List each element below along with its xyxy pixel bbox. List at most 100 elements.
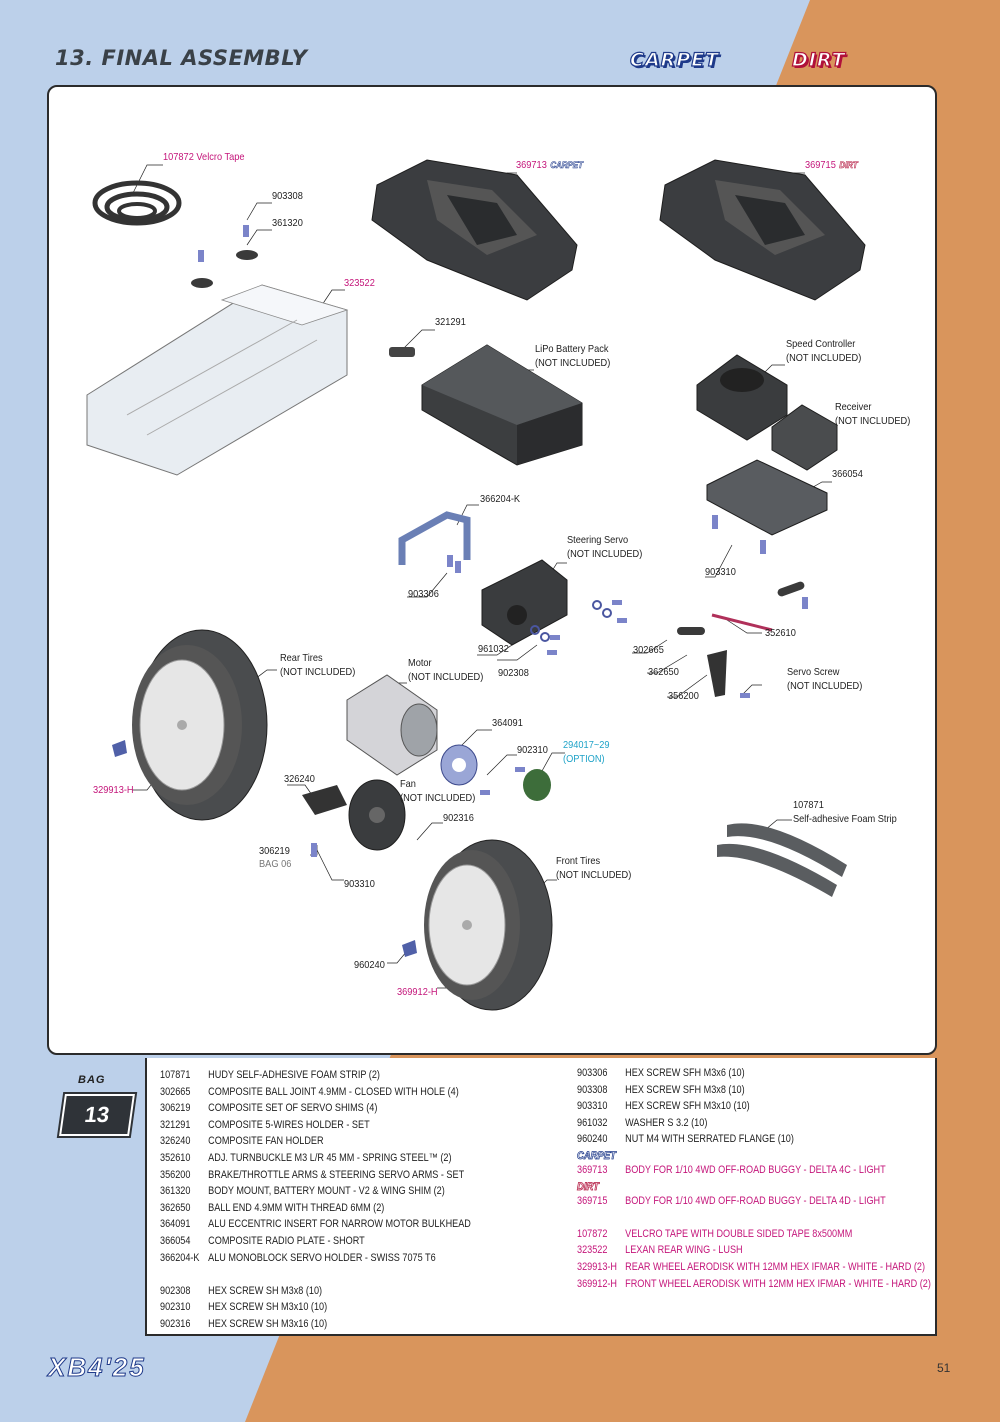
label-903310-lower: 903310 bbox=[344, 878, 375, 890]
label-lipo: LiPo Battery Pack(NOT INCLUDED) bbox=[535, 342, 610, 370]
part-code: 903310 bbox=[577, 1100, 608, 1113]
label-motor: Motor (NOT INCLUDED) bbox=[408, 656, 483, 684]
rear-wing-drawing bbox=[86, 284, 349, 476]
rear-tire-drawing bbox=[112, 629, 268, 821]
servo-arm-drawing bbox=[707, 650, 727, 697]
label-motor-line2: (NOT INCLUDED) bbox=[408, 671, 484, 683]
label-356200: 356200 bbox=[668, 690, 699, 702]
label-903306: 903306 bbox=[408, 588, 439, 600]
receiver-drawing bbox=[771, 404, 838, 471]
label-option-line2: (OPTION) bbox=[563, 753, 605, 765]
part-description: NUT M4 WITH SERRATED FLANGE (10) bbox=[625, 1133, 794, 1146]
carpet-section-header: CARPET bbox=[577, 1149, 617, 1163]
fan-holder-drawing bbox=[302, 785, 347, 815]
label-321291: 321291 bbox=[435, 316, 466, 328]
parts-spacer bbox=[577, 1209, 931, 1226]
label-902308: 902308 bbox=[498, 667, 529, 679]
exploded-assembly-drawing bbox=[86, 159, 866, 1011]
part-description: VELCRO TAPE WITH DOUBLE SIDED TAPE 8x500… bbox=[625, 1227, 853, 1240]
label-361320: 361320 bbox=[272, 217, 303, 229]
label-366054: 366054 bbox=[832, 468, 863, 480]
label-bag06: BAG 06 bbox=[259, 858, 292, 870]
part-code: 960240 bbox=[577, 1133, 608, 1146]
label-receiver-line2: (NOT INCLUDED) bbox=[835, 415, 911, 427]
part-code: 352610 bbox=[160, 1151, 191, 1164]
dirt-section-header: DIRT bbox=[577, 1180, 600, 1193]
label-pinion-option: 294017~29 (OPTION) bbox=[563, 738, 610, 766]
part-code: 326240 bbox=[160, 1135, 191, 1148]
part-code: 961032 bbox=[577, 1116, 608, 1129]
carpet-badge: CARPET bbox=[629, 48, 720, 71]
eccentric-insert-drawing bbox=[440, 744, 478, 786]
parts-list-panel bbox=[145, 1058, 937, 1336]
part-description: ADJ. TURNBUCKLE M3 L/R 45 MM - SPRING ST… bbox=[208, 1151, 452, 1164]
model-logo: XB4'25 bbox=[48, 1352, 146, 1383]
part-code: 306219 bbox=[160, 1102, 191, 1115]
label-speed-controller: Speed Controller(NOT INCLUDED) bbox=[786, 337, 861, 365]
servo-holder-drawing bbox=[398, 511, 471, 573]
velcro-tape-drawing bbox=[92, 180, 182, 226]
label-369713-code: 369713 bbox=[516, 159, 547, 171]
label-speed-line1: Speed Controller bbox=[786, 338, 856, 350]
parts-row: 902308 HEX SCREW SH M3x8 (10) bbox=[160, 1283, 471, 1300]
label-servo-screw-line1: Servo Screw bbox=[787, 666, 840, 678]
part-code: 366054 bbox=[160, 1234, 191, 1247]
label-foam-strip: Self-adhesive Foam Strip bbox=[793, 813, 897, 825]
front-tire-drawing bbox=[402, 839, 553, 1011]
part-code: 362650 bbox=[160, 1201, 191, 1214]
part-code: 361320 bbox=[160, 1185, 191, 1198]
lipo-battery-drawing bbox=[421, 344, 583, 466]
parts-spacer bbox=[160, 1266, 471, 1283]
label-323522: 323522 bbox=[344, 277, 375, 289]
part-description: COMPOSITE 5-WIRES HOLDER - SET bbox=[208, 1118, 370, 1131]
label-front-line2: (NOT INCLUDED) bbox=[556, 869, 632, 881]
label-front-tires: Front Tires(NOT INCLUDED) bbox=[556, 854, 631, 882]
part-description: COMPOSITE FAN HOLDER bbox=[208, 1135, 324, 1148]
label-rear-tires: Rear Tires(NOT INCLUDED) bbox=[280, 651, 355, 679]
motor-drawing bbox=[346, 674, 438, 776]
label-369912h: 369912-H bbox=[397, 986, 438, 998]
part-code: 107871 bbox=[160, 1069, 191, 1081]
label-960240: 960240 bbox=[354, 959, 385, 971]
label-902316: 902316 bbox=[443, 812, 474, 824]
part-description: BODY FOR 1/10 4WD OFF-ROAD BUGGY - DELTA… bbox=[625, 1163, 886, 1176]
fan-drawing bbox=[348, 779, 406, 851]
label-motor-line1: Motor bbox=[408, 657, 432, 669]
label-fan: Fan(NOT INCLUDED) bbox=[400, 777, 475, 805]
label-362650: 362650 bbox=[648, 666, 679, 678]
label-fan-line2: (NOT INCLUDED) bbox=[400, 792, 476, 804]
part-description: ALU MONOBLOCK SERVO HOLDER - SWISS 7075 … bbox=[208, 1251, 436, 1264]
part-code: 107872 bbox=[577, 1227, 608, 1240]
speed-controller-drawing bbox=[696, 354, 788, 441]
steering-servo-drawing bbox=[481, 559, 568, 646]
label-option-line1: 294017~29 bbox=[563, 739, 610, 751]
label-rear-line1: Rear Tires bbox=[280, 652, 323, 664]
parts-row: 352610 ADJ. TURNBUCKLE M3 L/R 45 MM - SPR… bbox=[160, 1150, 471, 1167]
label-369715-code: 369715 bbox=[805, 159, 836, 171]
part-code: 902308 bbox=[160, 1284, 191, 1297]
part-code: 369912-H bbox=[577, 1277, 618, 1290]
label-961032: 961032 bbox=[478, 643, 509, 655]
part-description: HEX SCREW SH M3x8 (10) bbox=[208, 1284, 323, 1297]
part-code: 902316 bbox=[160, 1317, 191, 1330]
part-code: 302665 bbox=[160, 1085, 191, 1098]
label-steering-line1: Steering Servo bbox=[567, 534, 629, 546]
label-steering-servo: Steering Servo(NOT INCLUDED) bbox=[567, 533, 642, 561]
parts-row: 107872 VELCRO TAPE WITH DOUBLE SIDED TAPE… bbox=[577, 1226, 931, 1243]
